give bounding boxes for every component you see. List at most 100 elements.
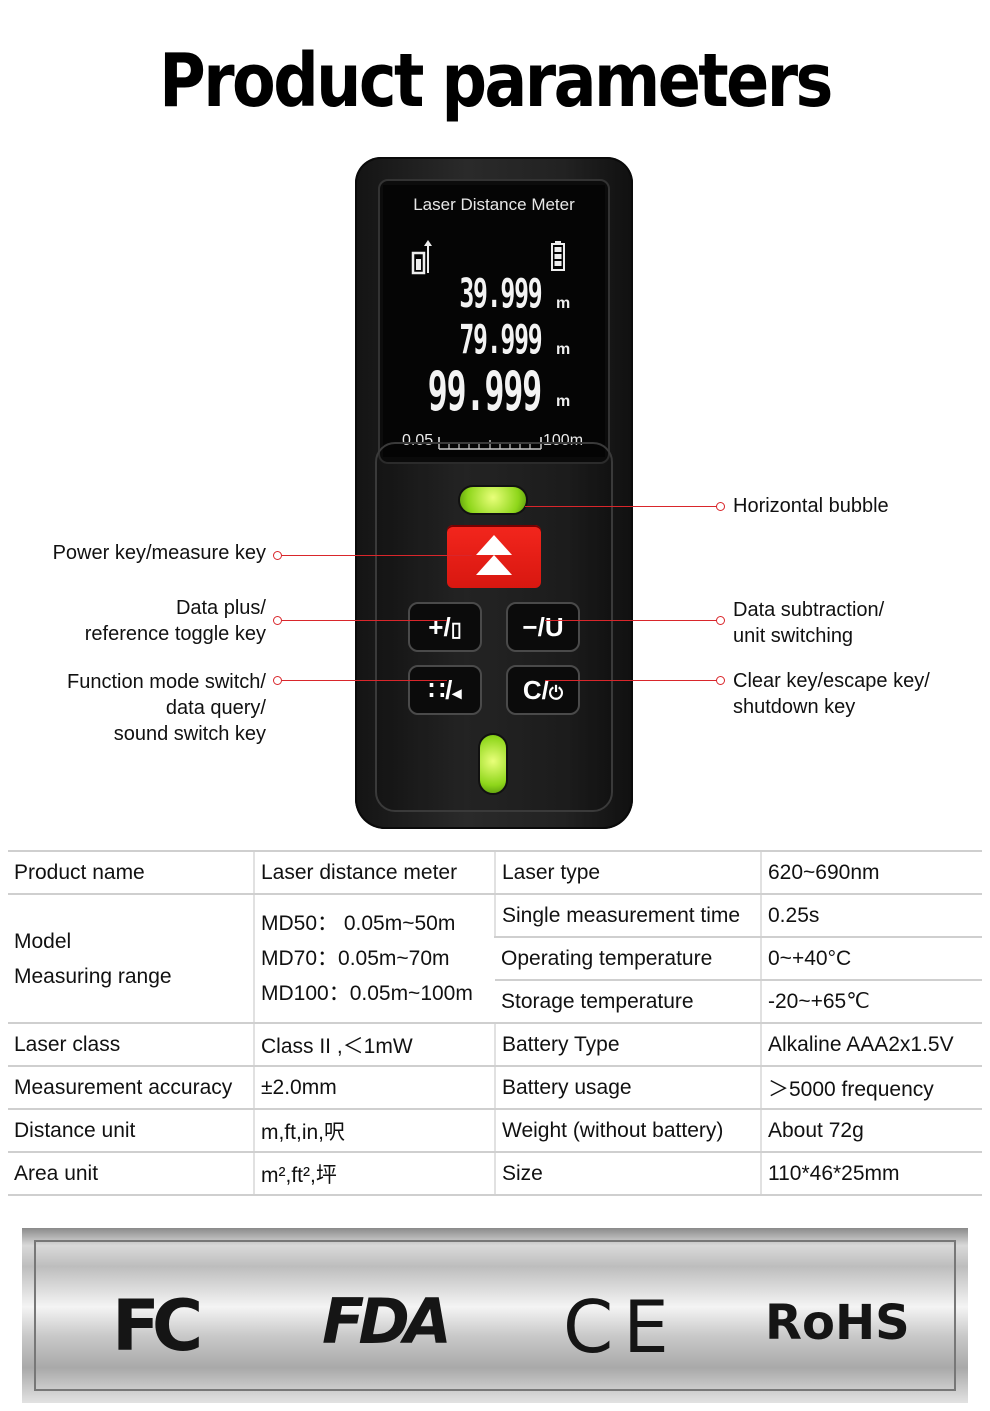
reading-line-1-unit: m: [556, 295, 571, 312]
table-row: Distance unit m,ft,in,呎 Weight (without …: [8, 1108, 982, 1153]
callout-function-mode-line-1: Function mode switch/: [67, 671, 266, 693]
callout-data-plus-line-2: reference toggle key: [84, 623, 266, 645]
callout-data-subtraction: Data subtraction/ unit switching: [733, 597, 884, 649]
storage-temp-value: -20~+65℃: [760, 979, 982, 1024]
distance-unit-label: Distance unit: [8, 1108, 254, 1153]
function-mode-button[interactable]: ∷/◂: [408, 665, 482, 715]
fda-logo: FDA: [322, 1285, 452, 1358]
model-md50: MD50： 0.05m~50m: [261, 912, 456, 935]
callout-data-subtraction-line-2: unit switching: [733, 625, 854, 647]
callout-clear-key-line-1: Clear key/escape key/: [733, 670, 930, 692]
power-icon: ⏻: [548, 683, 564, 703]
accuracy-value: ±2.0mm: [253, 1065, 495, 1110]
certification-banner: [22, 1228, 968, 1403]
model-range-label-cell: Model Measuring range: [8, 893, 254, 1024]
table-row: Storage temperature -20~+65℃: [8, 979, 982, 1024]
operating-temp-value: 0~+40°C: [760, 936, 982, 981]
leader-dot-data-subtraction: [716, 616, 725, 625]
scale-max: 100m: [543, 432, 584, 449]
size-value: 110*46*25mm: [760, 1151, 982, 1196]
laser-type-label: Laser type: [494, 850, 761, 895]
weight-value: About 72g: [760, 1108, 982, 1153]
ce-logo: CE: [563, 1285, 679, 1369]
leader-line-data-subtraction: [545, 620, 717, 621]
single-time-label: Single measurement time: [494, 893, 761, 938]
leader-line-horizontal-bubble: [525, 506, 717, 507]
leader-dot-function-mode: [273, 676, 282, 685]
callout-data-subtraction-line-1: Data subtraction/: [733, 599, 885, 621]
model-md70: MD70：0.05m~70m: [261, 947, 450, 970]
banner-frame: [34, 1240, 956, 1391]
callout-data-plus-line-1: Data plus/: [175, 597, 266, 619]
lcd-screen: [383, 185, 605, 457]
laser-class-label: Laser class: [8, 1022, 254, 1067]
battery-icon: [551, 241, 565, 271]
vertical-bubble-level: [478, 733, 508, 795]
power-measure-button[interactable]: [447, 525, 541, 588]
callout-data-plus: Data plus/ reference toggle key: [85, 595, 266, 647]
table-row: Model Measuring range MD50： 0.05m~50m MD…: [8, 893, 982, 1024]
leader-dot-clear-key: [716, 676, 725, 685]
model-range-value-cell: MD50： 0.05m~50m MD70：0.05m~70m MD100：0.0…: [253, 893, 495, 1024]
area-unit-label: Area unit: [8, 1151, 254, 1196]
table-row: Product name Laser distance meter Laser …: [8, 850, 982, 895]
measuring-range-label: Measuring range: [14, 964, 172, 988]
callout-clear-key: Clear key/escape key/ shutdown key: [733, 668, 930, 720]
plus-key-label: +/: [428, 612, 451, 642]
callout-clear-key-line-2: shutdown key: [733, 696, 856, 718]
operating-temp-label: Operating temperature: [495, 936, 761, 981]
product-name-label: Product name: [8, 850, 254, 895]
leader-line-function-mode: [282, 680, 447, 681]
weight-label: Weight (without battery): [494, 1108, 761, 1153]
fc-logo: FC: [112, 1285, 203, 1367]
table-row: Operating temperature 0~+40°C: [8, 936, 982, 981]
clear-button[interactable]: C/⏻: [506, 665, 580, 715]
data-plus-button[interactable]: +/▯: [408, 602, 482, 652]
reading-line-3: 99.999: [427, 360, 542, 423]
table-row: Measurement accuracy ±2.0mm Battery usag…: [8, 1065, 982, 1110]
leader-line-clear-key: [545, 680, 717, 681]
battery-usage-value: ＞5000 frequency: [760, 1065, 982, 1110]
callout-horizontal-bubble: Horizontal bubble: [733, 495, 889, 517]
data-minus-button[interactable]: −/U: [506, 602, 580, 652]
laser-class-value: Class II ,＜1mW: [253, 1022, 495, 1067]
callout-power-key: Power key/measure key: [52, 542, 266, 564]
clear-key-label: C/: [522, 675, 549, 705]
model-md100: MD100：0.05m~100m: [261, 982, 473, 1005]
size-label: Size: [494, 1151, 761, 1196]
distance-unit-value: m,ft,in,呎: [253, 1108, 495, 1153]
laser-distance-meter-device: Laser Distance Meter 39.999 m 79.999 m 9…: [355, 157, 633, 829]
table-row: Area unit m²,ft²,坪 Size 110*46*25mm: [8, 1151, 982, 1196]
product-name-value: Laser distance meter: [253, 850, 495, 895]
leader-dot-horizontal-bubble: [716, 502, 725, 511]
leader-line-data-plus: [282, 620, 447, 621]
callout-function-mode: Function mode switch/ data query/ sound …: [67, 669, 266, 747]
battery-usage-label: Battery usage: [494, 1065, 761, 1110]
reference-icon: ▯: [450, 619, 462, 641]
model-label: Model: [14, 929, 72, 953]
range-scale-ruler: [438, 437, 542, 450]
rohs-logo: RoHS: [765, 1295, 910, 1351]
leader-dot-power-key: [273, 551, 282, 560]
minus-key-label: −/U: [522, 612, 564, 642]
leader-line-power-key: [282, 555, 472, 556]
single-time-value: 0.25s: [760, 893, 982, 938]
callout-function-mode-line-2: data query/: [165, 697, 266, 719]
measure-reference-icon: [411, 240, 432, 275]
function-key-label: ∷/: [428, 675, 453, 705]
area-unit-value: m²,ft²,坪: [253, 1151, 495, 1196]
horizontal-bubble-level: [458, 485, 528, 515]
reading-line-1: 39.999: [458, 271, 542, 317]
reading-line-2: 79.999: [458, 317, 542, 363]
battery-type-label: Battery Type: [494, 1022, 761, 1067]
parameters-table: Product name Laser distance meter Laser …: [8, 850, 982, 1196]
leader-dot-data-plus: [273, 616, 282, 625]
storage-temp-label: Storage temperature: [495, 979, 761, 1024]
table-row: Laser class Class II ,＜1mW Battery Type …: [8, 1022, 982, 1067]
accuracy-label: Measurement accuracy: [8, 1065, 254, 1110]
battery-type-value: Alkaline AAA2x1.5V: [760, 1022, 982, 1067]
reading-line-2-unit: m: [556, 341, 571, 358]
laser-type-value: 620~690nm: [760, 850, 982, 895]
scale-min: 0.05: [402, 432, 434, 449]
screen-title: Laser Distance Meter: [413, 195, 575, 214]
